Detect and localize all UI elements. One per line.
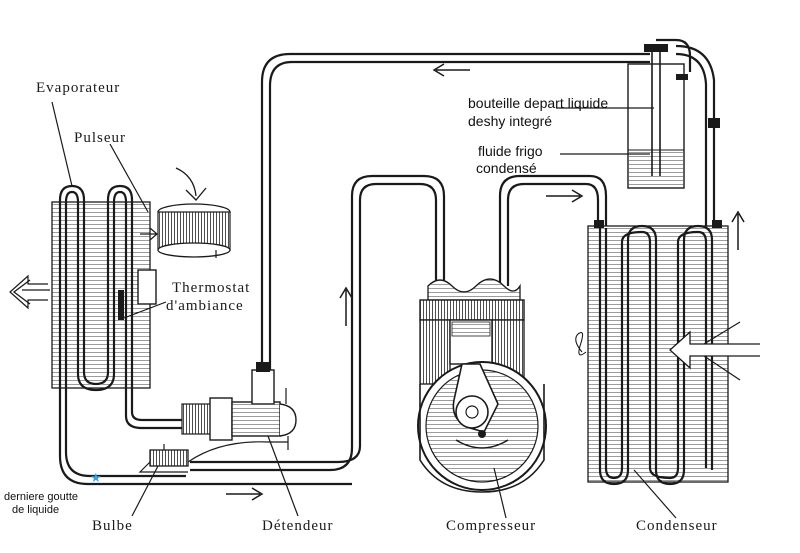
label-derniere-1: derniere goutte <box>4 491 78 503</box>
label-condenseur: Condenseur <box>636 518 718 534</box>
label-thermostat-1: Thermostat <box>172 280 250 296</box>
label-derniere-2: de liquide <box>12 504 59 516</box>
label-detendeur: Détendeur <box>262 518 333 534</box>
piping <box>58 38 720 486</box>
airflow-out-arrow-icon <box>12 279 50 305</box>
heat-squiggle-icon <box>575 331 587 356</box>
condenser-airflow <box>575 321 760 381</box>
label-evaporateur: Evaporateur <box>36 80 120 96</box>
air-intake-arrow-icon <box>175 167 207 201</box>
label-fluide-2: condensé <box>476 160 537 176</box>
label-bulbe: Bulbe <box>92 518 133 534</box>
drop-star-icon: ★ <box>90 471 102 486</box>
expansion-valve <box>181 362 297 450</box>
receiver-drier-bottle <box>556 44 688 189</box>
label-fluide-1: fluide frigo <box>478 143 543 159</box>
flow-arrows <box>226 63 745 501</box>
bulb-sensor <box>138 444 189 473</box>
label-compresseur: Compresseur <box>446 518 536 534</box>
label-bouteille-2: deshy integré <box>468 113 552 129</box>
evaporator <box>51 184 157 400</box>
leader-lines <box>51 101 677 519</box>
label-pulseur: Pulseur <box>74 130 126 146</box>
label-thermostat-2: d'ambiance <box>166 298 244 314</box>
compressor <box>417 278 547 493</box>
blower-fan <box>140 167 231 258</box>
label-bouteille-1: bouteille depart liquide <box>468 95 608 111</box>
